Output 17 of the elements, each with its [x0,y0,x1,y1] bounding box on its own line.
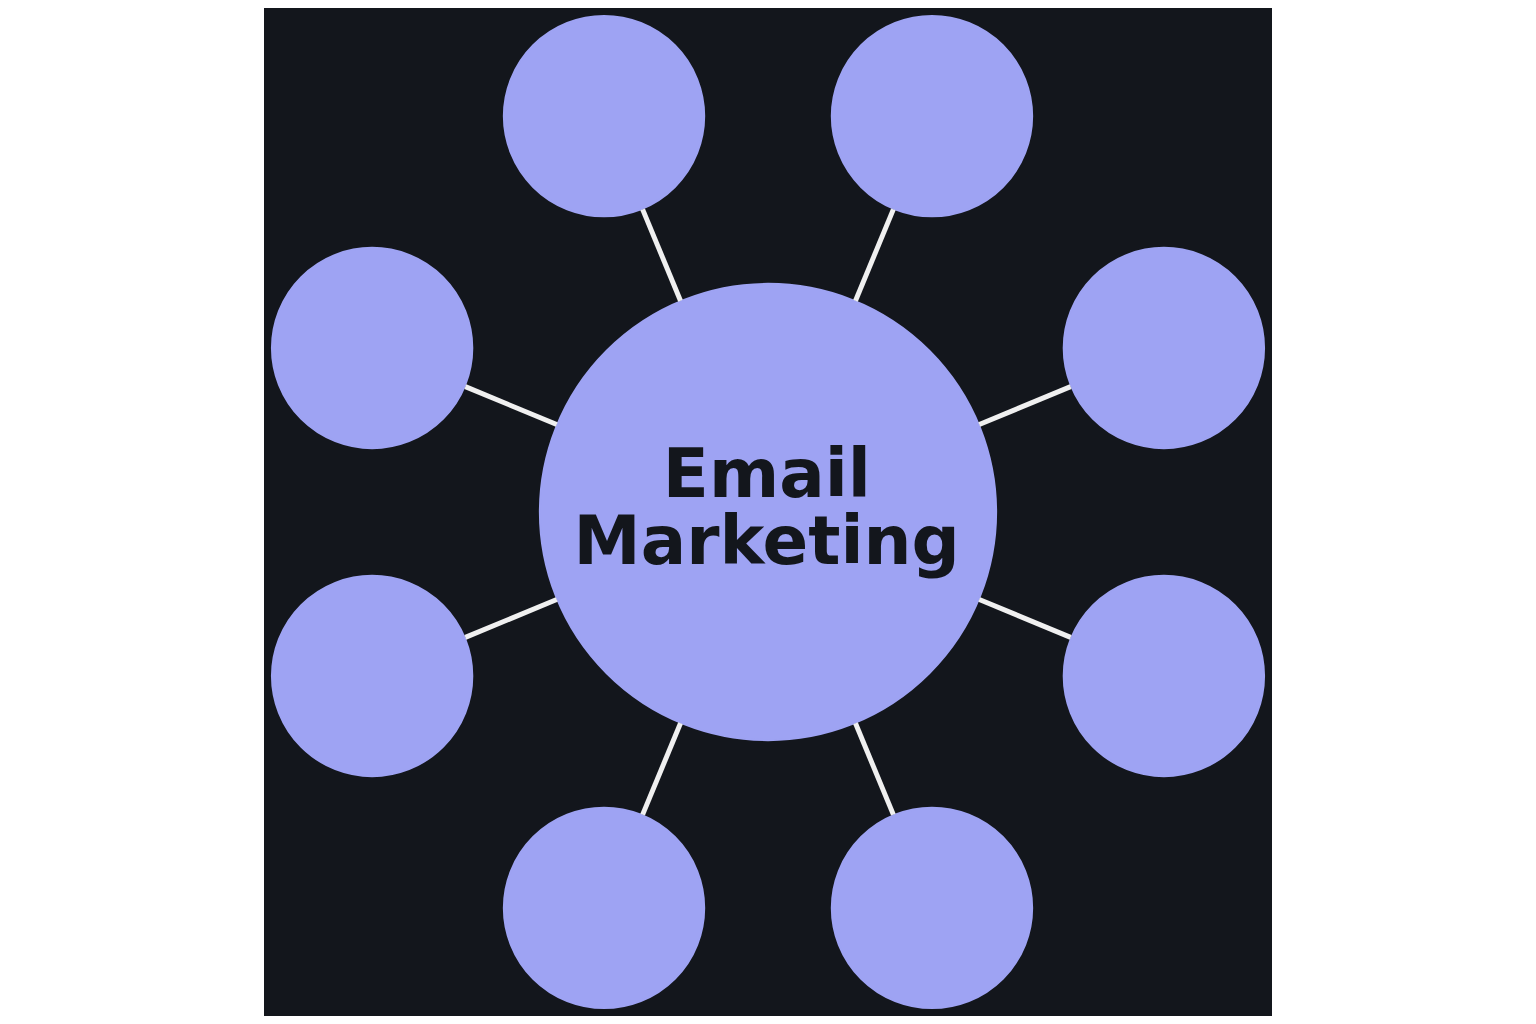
connector [464,384,558,427]
connector [978,384,1072,427]
connector [978,597,1072,640]
connector [853,208,896,302]
node-circle [830,14,1034,218]
connector [853,722,896,816]
connector [464,597,558,640]
node-circle [270,246,474,450]
node-circle [830,806,1034,1010]
node-circle [1062,574,1266,778]
node-circle [270,574,474,778]
node-circle [1062,246,1266,450]
node-circle [502,806,706,1010]
connector [640,722,683,816]
node-circle [502,14,706,218]
node-circle: Email Marketing [538,282,998,742]
connector [640,208,683,302]
